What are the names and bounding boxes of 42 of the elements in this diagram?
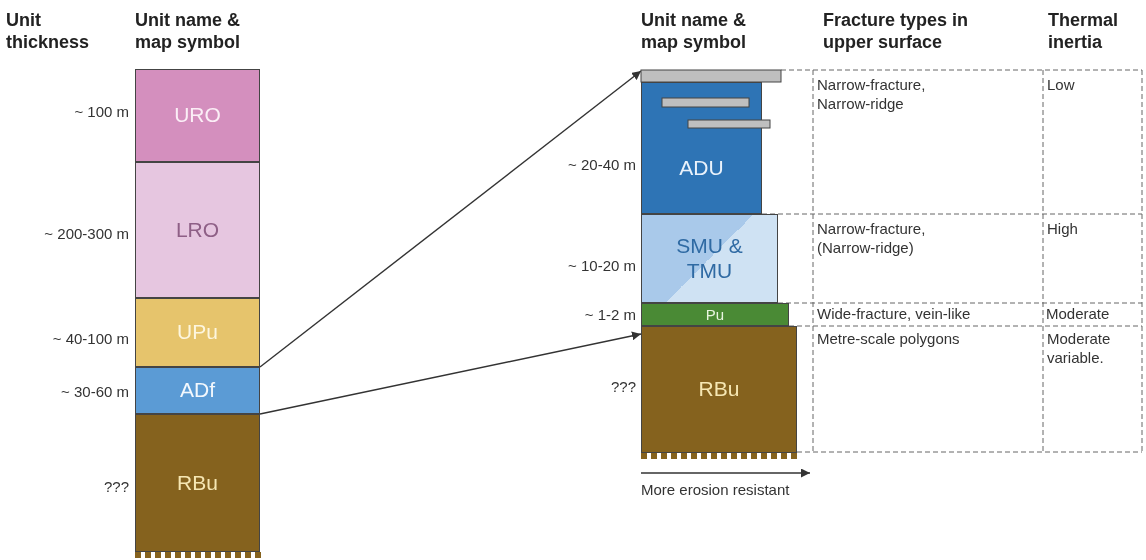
rock-unit-layer — [135, 367, 260, 414]
rock-unit-layer — [641, 214, 778, 303]
thickness-label: ~ 10-20 m — [568, 257, 636, 274]
fracture-type-text: Narrow-fracture, Narrow-ridge — [817, 76, 927, 114]
rock-unit-layer — [135, 162, 260, 298]
unit-symbol: RBu — [177, 470, 218, 496]
arrow — [259, 331, 642, 415]
thermal-inertia-text: Moderate — [1046, 305, 1111, 324]
rock-unit-layer — [641, 326, 797, 453]
column-heading: Unit name & map symbol — [135, 10, 242, 54]
thermal-inertia-text: Low — [1047, 76, 1076, 95]
unit-symbol: Pu — [705, 305, 725, 324]
fracture-type-text: Wide-fracture, vein-like — [817, 305, 972, 324]
thermal-inertia-text: High — [1047, 220, 1079, 239]
thickness-label: ~ 30-60 m — [61, 383, 129, 400]
column-heading: Unit name & map symbol — [641, 10, 748, 54]
fracture-type-text: Narrow-fracture, (Narrow-ridge) — [817, 220, 927, 258]
thickness-label: ~ 1-2 m — [584, 306, 636, 323]
unit-symbol: ADU — [679, 155, 724, 181]
unit-symbol: ADf — [180, 378, 215, 403]
rock-unit-layer — [135, 298, 260, 367]
unit-symbol: UPu — [177, 320, 218, 345]
thickness-label: ~ 40-100 m — [52, 330, 129, 347]
unit-symbol: RBu — [698, 377, 740, 402]
thickness-label: ~ 200-300 m — [44, 225, 129, 242]
thickness-label: ??? — [103, 478, 129, 495]
rock-unit-layer — [135, 414, 260, 552]
direction-label: More erosion resistant — [641, 481, 791, 500]
rock-unit-layer — [135, 69, 260, 162]
unit-symbol: URO — [174, 103, 221, 128]
rock-unit-layer — [641, 303, 789, 326]
column-heading: Unit thickness — [6, 10, 91, 54]
thickness-label: ~ 100 m — [74, 103, 129, 120]
unit-symbol: LRO — [175, 217, 220, 243]
unit-symbol: SMU & TMU — [675, 234, 744, 283]
column-heading: Fracture types in upper surface — [823, 10, 970, 54]
thickness-label: ??? — [610, 378, 636, 395]
thermal-inertia-text: Moderate variable. — [1047, 330, 1112, 368]
arrow — [259, 70, 642, 368]
thickness-label: ~ 20-40 m — [568, 156, 636, 173]
column-heading: Thermal inertia — [1048, 10, 1120, 54]
fracture-type-text: Metre-scale polygons — [817, 330, 961, 349]
